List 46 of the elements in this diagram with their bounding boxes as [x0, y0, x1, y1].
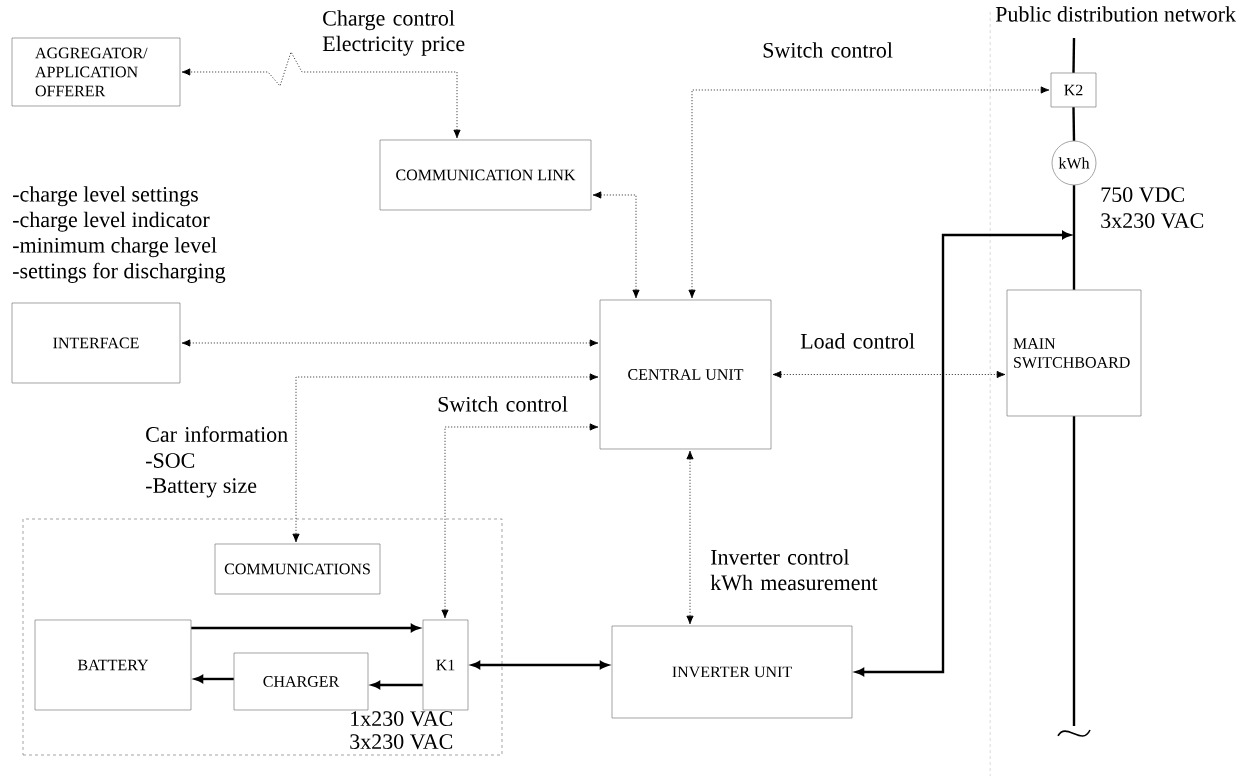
connector-arrow	[855, 231, 1071, 676]
dashed-frame	[22, 518, 503, 756]
voltage-label: 1x230 VAC	[351, 711, 453, 727]
power-line	[1072, 37, 1076, 73]
connector-arrow	[686, 450, 694, 625]
edge-label: Inverter control kWh measurement	[710, 549, 878, 591]
voltage-label: 750 VDC	[1101, 187, 1184, 203]
power-line	[1072, 185, 1076, 290]
process-box: INTERFACE	[11, 302, 181, 384]
edge-label: Switch control	[763, 42, 893, 58]
edge-label: Car information	[146, 426, 288, 442]
connector-arrow	[181, 339, 599, 347]
switch-box: K2	[1050, 72, 1097, 108]
list-item: -minimum charge level	[13, 237, 217, 258]
list-item: -charge level settings	[13, 186, 198, 207]
process-box: CHARGER	[233, 652, 369, 711]
process-box: MAIN SWITCHBOARD	[1006, 289, 1142, 417]
connector-arrow	[292, 373, 599, 543]
power-line	[1072, 107, 1076, 141]
process-box: INVERTER UNIT	[611, 625, 853, 719]
power-line	[1072, 416, 1076, 726]
edge-label: Charge control Electricity price	[322, 10, 465, 56]
voltage-label: 3x230 VAC	[350, 734, 453, 750]
list-item: -settings for discharging	[13, 262, 226, 283]
connector-arrow	[471, 661, 609, 669]
connector-arrow	[772, 370, 1006, 379]
connector-arrow	[181, 51, 461, 139]
connector-arrow	[688, 86, 1050, 299]
edge-label: Switch control	[438, 396, 568, 412]
list-item: -Battery size	[146, 478, 257, 498]
process-box: CENTRAL UNIT	[599, 299, 772, 450]
voltage-label: 3x230 VAC	[1101, 213, 1204, 229]
switch-box: K1	[422, 619, 469, 711]
list-item: -SOC	[146, 453, 195, 468]
process-box: BATTERY	[34, 619, 192, 711]
connector-arrow	[194, 675, 234, 683]
edge-label: Load control	[800, 333, 915, 349]
connector-arrow	[191, 624, 420, 632]
process-box: AGGREGATOR/ APPLICATION OFFERER	[11, 37, 181, 107]
process-box: COMMUNICATION LINK	[379, 139, 592, 211]
list-item: -charge level indicator	[13, 211, 210, 232]
connector-arrow	[371, 681, 423, 689]
process-box: COMMUNICATIONS	[214, 543, 381, 595]
connector-arrow	[441, 423, 599, 619]
connector-arrow	[592, 191, 640, 299]
network-label: Public distribution network	[995, 6, 1236, 22]
